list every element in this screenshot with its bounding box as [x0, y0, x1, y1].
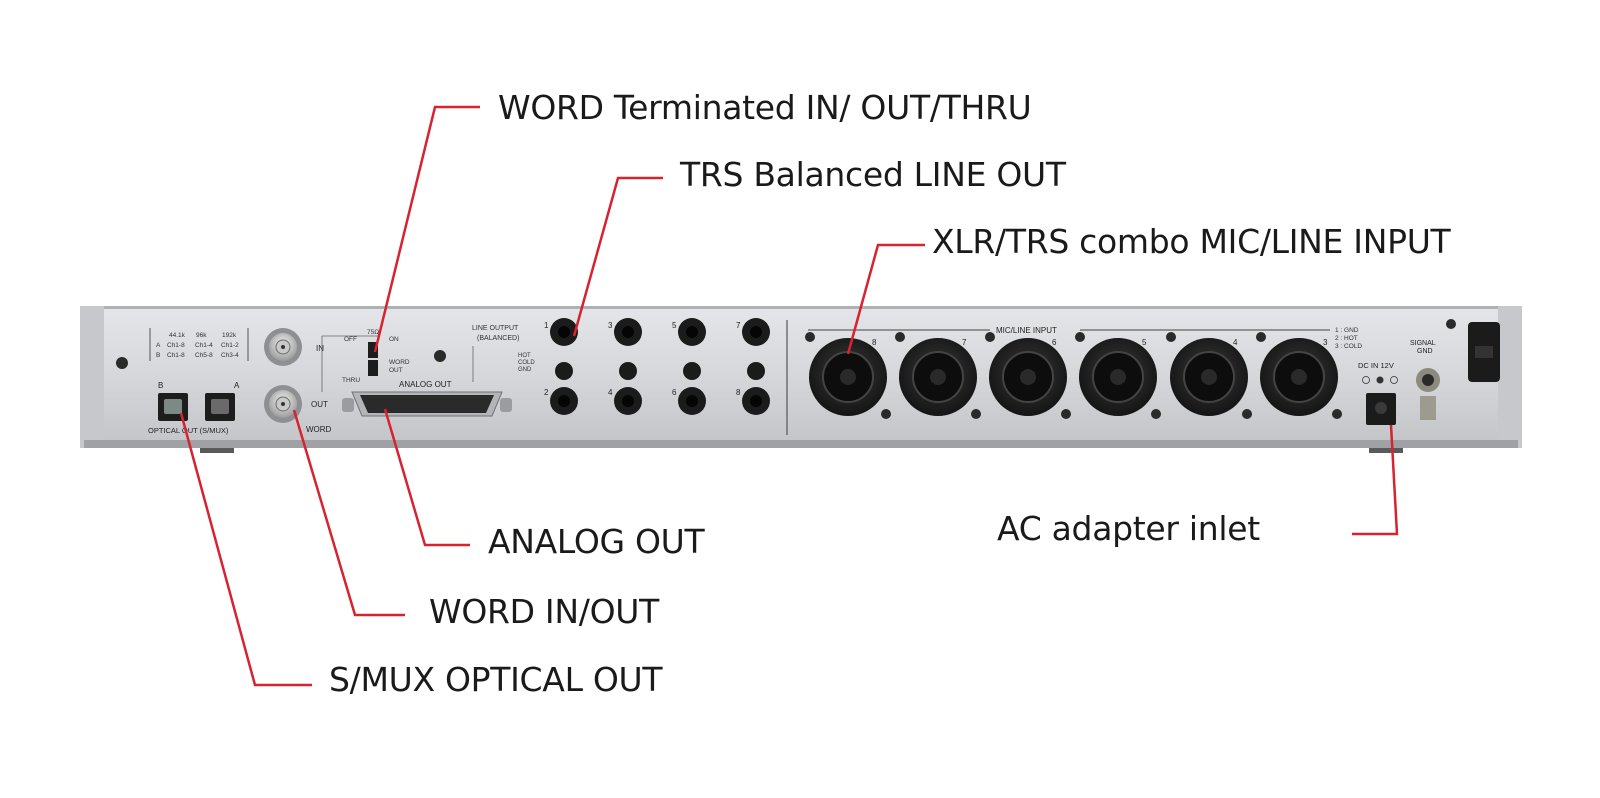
gnd-label: GND: [1417, 348, 1433, 355]
leader-ac-adapter: [1352, 424, 1399, 536]
xlr-input-6: [985, 332, 1071, 419]
table-row-b-c2: Ch5-8: [195, 352, 213, 359]
analog-out-panel-label: ANALOG OUT: [399, 380, 452, 389]
leader-word-in-out: [292, 409, 405, 617]
bnc-out-label: OUT: [311, 400, 328, 409]
xlr-input-5: [1075, 332, 1161, 419]
optical-a-label: A: [234, 381, 240, 390]
line-output-legend: LINE OUTPUT (BALANCED) HOT COLD GND: [472, 325, 535, 382]
xlr-input-4: [1166, 332, 1252, 419]
table-header-44k: 44.1k: [169, 332, 186, 339]
jack-number-3: 3: [608, 321, 613, 330]
callout-word-in-out: WORD IN/OUT: [429, 592, 659, 631]
signal-ground: SIGNAL GND: [1410, 340, 1440, 420]
xlr-input-7: [895, 332, 981, 419]
jack-number-4: 4: [608, 388, 613, 397]
xlr-number-7: 7: [962, 338, 967, 347]
jack-number-7: 7: [736, 321, 741, 330]
table-row-a-label: A: [156, 342, 161, 349]
table-header-192k: 192k: [222, 332, 237, 339]
leader-analog-out: [383, 408, 470, 547]
callout-ac-adapter: AC adapter inlet: [997, 509, 1260, 548]
table-row-a-c3: Ch1-2: [221, 342, 239, 349]
xlr-input-3: [1256, 332, 1342, 419]
xlr-number-6: 6: [1052, 338, 1057, 347]
balanced-label: (BALANCED): [477, 335, 519, 342]
jack-number-8: 8: [736, 388, 741, 397]
bnc-in-label: IN: [316, 344, 324, 353]
line-output-label: LINE OUTPUT: [472, 325, 519, 332]
jack-number-5: 5: [672, 321, 677, 330]
jack-number-6: 6: [672, 388, 677, 397]
callout-xlr-trs-input: XLR/TRS combo MIC/LINE INPUT: [932, 222, 1451, 261]
callout-leader-lines: [179, 105, 1399, 687]
thru-switch: [368, 360, 378, 376]
switch-75-label: 75Ω: [367, 329, 379, 336]
trs-gnd-label: GND: [518, 367, 532, 373]
xlr-number-5: 5: [1142, 338, 1147, 347]
switch-out-label: OUT: [389, 367, 403, 374]
cable-hook: [1468, 322, 1500, 382]
pin-gnd-label: 1 : GND: [1335, 327, 1359, 334]
switch-thru-label: THRU: [342, 377, 360, 384]
trs-hot-label: HOT: [518, 353, 531, 359]
word-bnc-connectors: IN OUT WORD: [264, 328, 332, 434]
signal-label: SIGNAL: [1410, 340, 1436, 347]
dc-in-jack: DC IN 12V: [1358, 361, 1398, 425]
switch-word-label: WORD: [389, 359, 410, 366]
table-row-b-label: B: [156, 352, 160, 359]
table-row-b-c3: Ch3-4: [221, 352, 239, 359]
mic-line-input-label: MIC/LINE INPUT: [996, 326, 1057, 335]
optical-b-label: B: [158, 381, 163, 390]
leader-word-terminated: [373, 105, 480, 353]
trs-jacks: 1 3 5 7 2 4 6 8: [544, 318, 770, 415]
db25-analog-out: ANALOG OUT: [342, 380, 512, 417]
callout-word-terminated: WORD Terminated IN/ OUT/THRU: [498, 88, 1032, 127]
mic-line-input-header: MIC/LINE INPUT 1 : GND 2 : HOT 3 : COLD: [808, 326, 1362, 350]
leader-smux-optical: [179, 412, 312, 687]
callout-trs-line-out: TRS Balanced LINE OUT: [680, 155, 1066, 194]
switch-off-label: OFF: [344, 336, 357, 343]
xlr-number-3: 3: [1323, 338, 1328, 347]
table-row-a-c2: Ch1-4: [195, 342, 213, 349]
xlr-number-4: 4: [1233, 338, 1238, 347]
rack-screws: [116, 319, 1456, 369]
dc-in-label: DC IN 12V: [1358, 361, 1394, 370]
termination-switch: [368, 342, 378, 358]
xlr-input-8: [805, 332, 891, 419]
word-label: WORD: [306, 425, 332, 434]
leader-xlr-input: [846, 243, 925, 355]
switch-on-label: ON: [389, 336, 399, 343]
optical-out-label: OPTICAL OUT (S/MUX): [148, 426, 229, 435]
word-switches: OFF 75Ω ON THRU WORD OUT: [321, 329, 410, 392]
pin-cold-label: 3 : COLD: [1335, 343, 1362, 350]
jack-number-2: 2: [544, 388, 549, 397]
channel-assignment-table: 44.1k 96k 192k A Ch1-8 Ch1-4 Ch1-2 B Ch1…: [149, 328, 249, 361]
table-header-96k: 96k: [196, 332, 207, 339]
table-row-a-c1: Ch1-8: [167, 342, 185, 349]
callout-analog-out: ANALOG OUT: [488, 522, 705, 561]
leader-trs-line-out: [572, 176, 663, 337]
callout-smux-optical: S/MUX OPTICAL OUT: [329, 660, 663, 699]
xlr-combo-inputs: 8 7 6 5 4 3: [805, 332, 1342, 419]
trs-cold-label: COLD: [518, 360, 535, 366]
xlr-number-8: 8: [872, 338, 877, 347]
table-row-b-c1: Ch1-8: [167, 352, 185, 359]
pin-hot-label: 2 : HOT: [1335, 335, 1358, 342]
jack-number-1: 1: [544, 321, 549, 330]
